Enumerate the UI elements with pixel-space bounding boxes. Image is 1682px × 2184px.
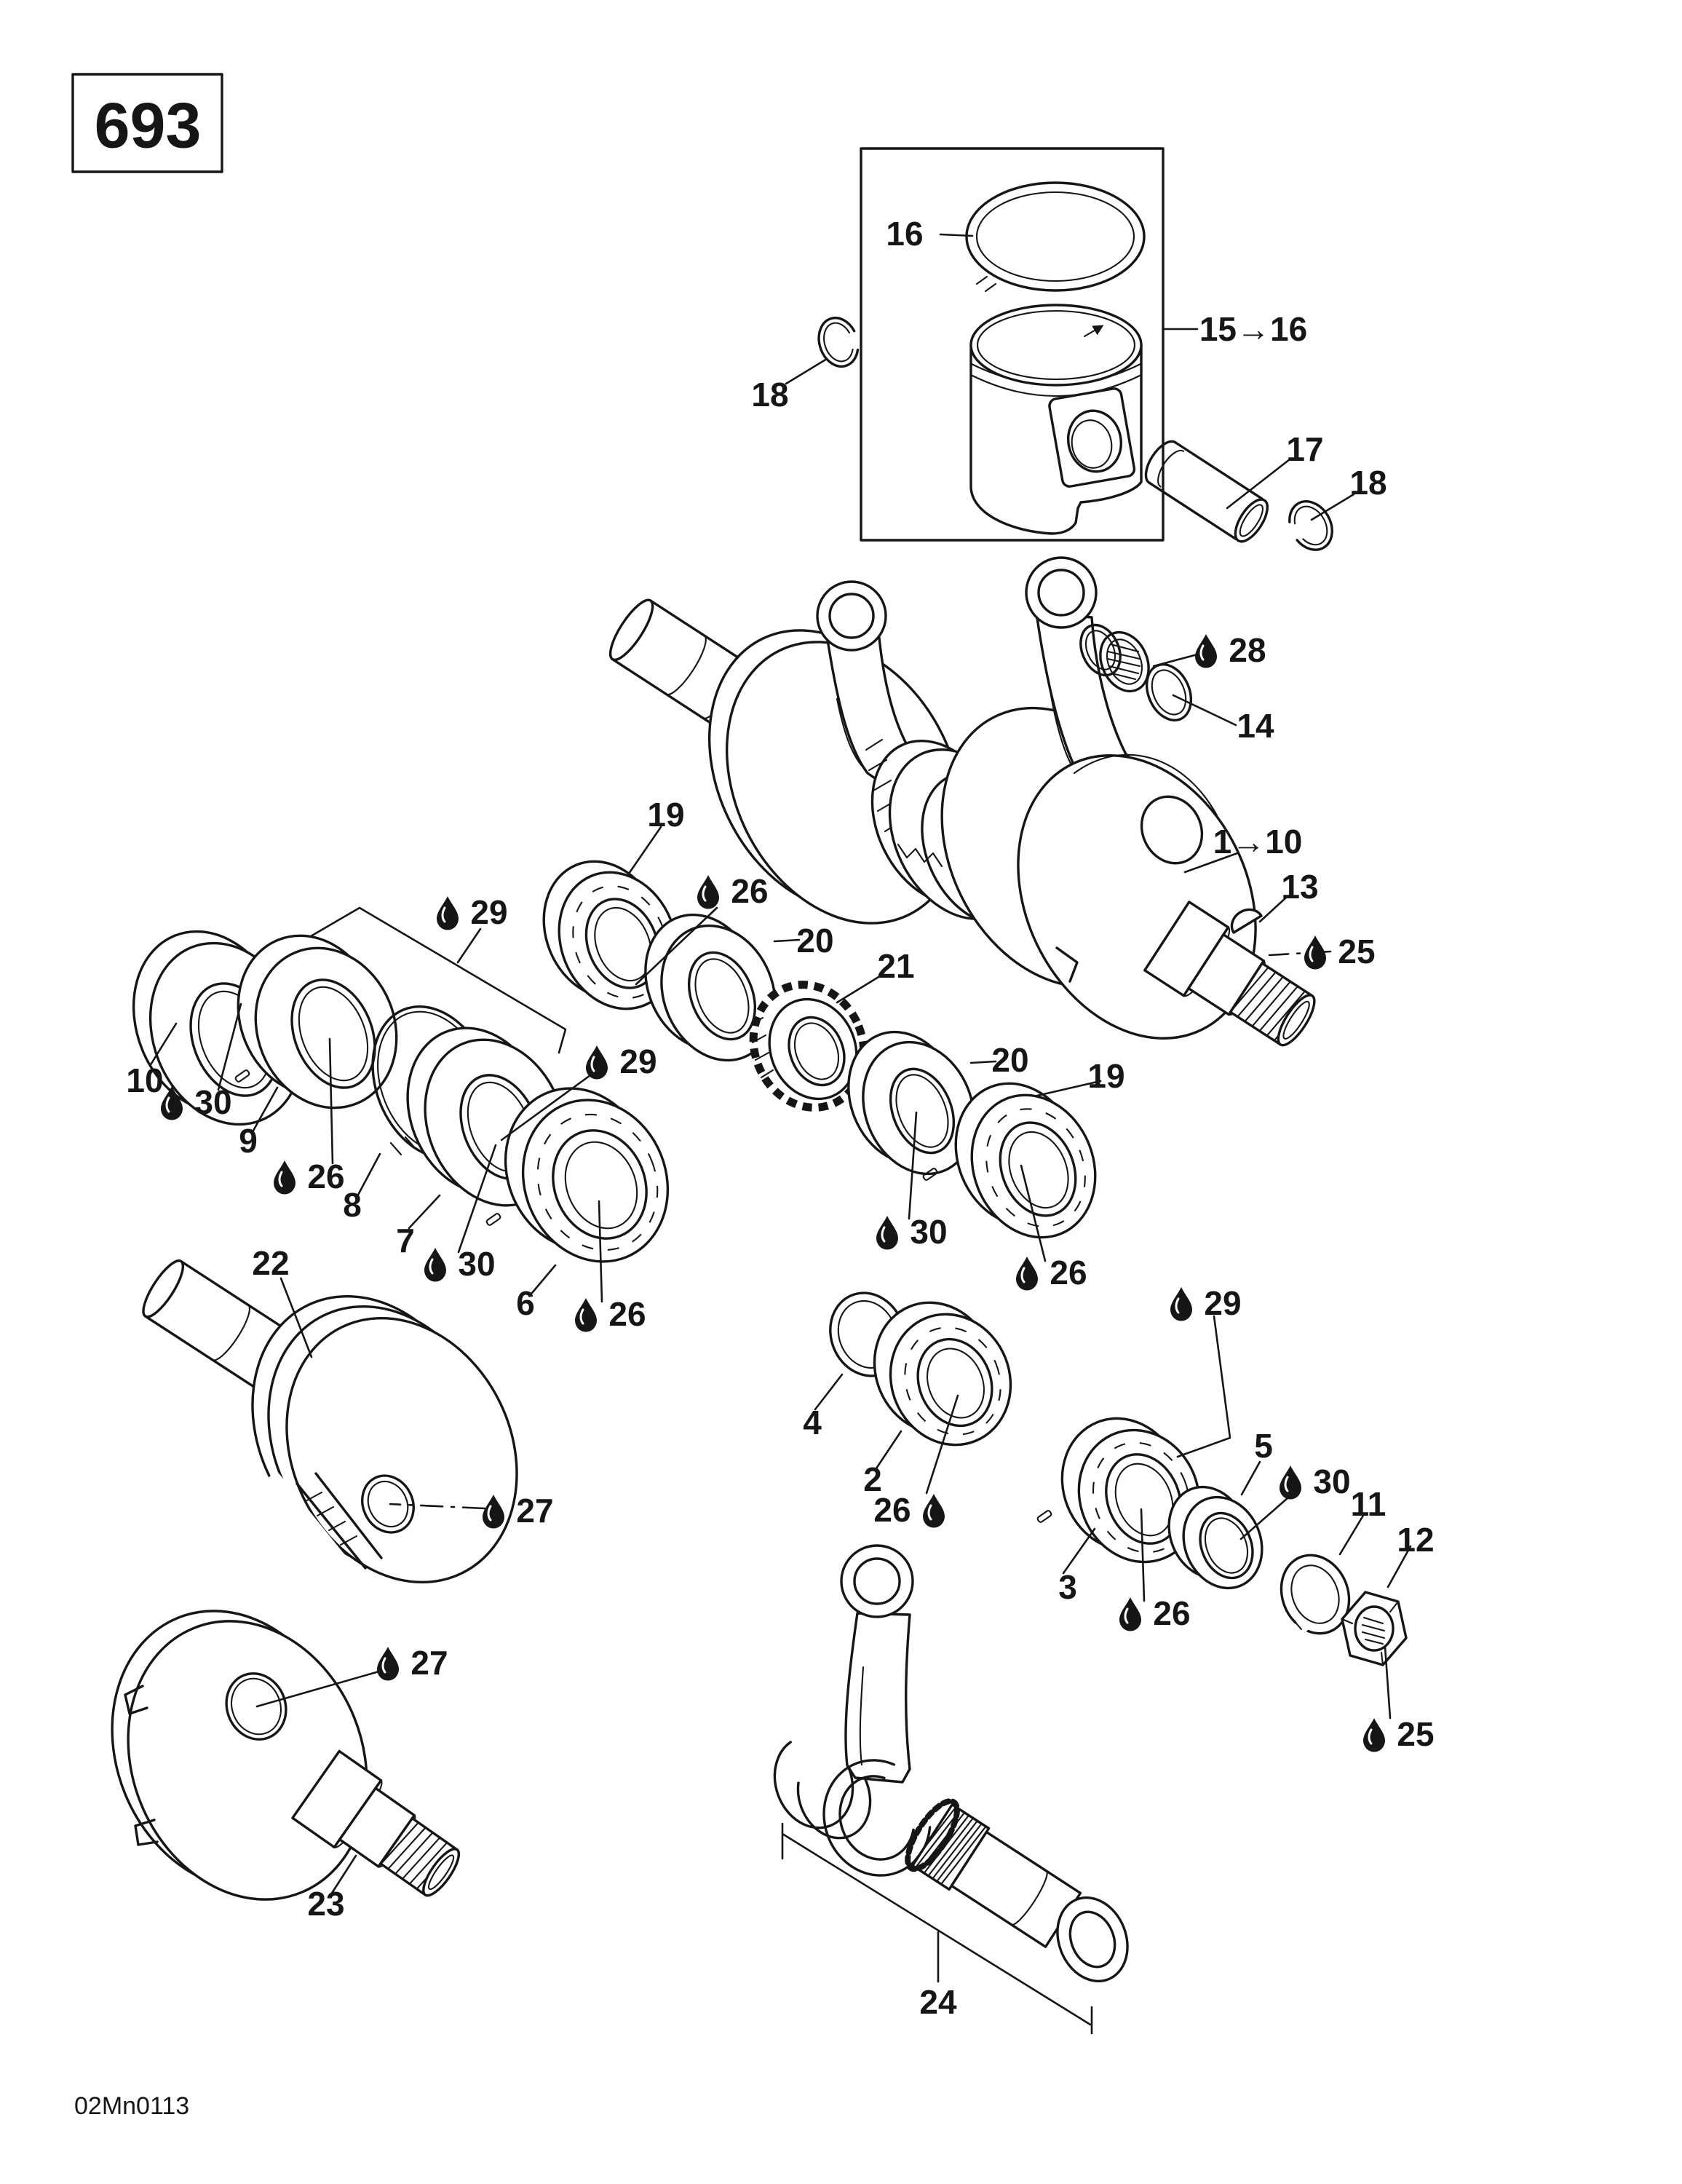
- oil-drop-icon: [1015, 1255, 1039, 1291]
- callout-26-18: 26: [307, 1158, 344, 1195]
- drawing-code: 02Mn0113: [74, 2092, 189, 2120]
- engine-code-box: 693: [71, 73, 223, 173]
- callout-25-9: 25: [1338, 933, 1375, 970]
- callout-17-3: 17: [1286, 430, 1323, 468]
- circlip-18-right: [1288, 500, 1333, 551]
- callout-2-32: 2: [863, 1460, 882, 1498]
- callout-14-6: 14: [1237, 707, 1274, 745]
- callout-layer: 1615→1618171828141→101325192620212910309…: [126, 215, 1434, 2021]
- callout-1→10-7: 1→10: [1213, 823, 1303, 860]
- ball-bearing-6: [504, 1087, 670, 1263]
- callout-11-39: 11: [1351, 1485, 1387, 1523]
- crank-pin-splined: [905, 1798, 1082, 1948]
- locating-key: [485, 1213, 501, 1226]
- crankshaft-assembly-1-10: [608, 556, 1316, 1047]
- connecting-rod-24: [822, 1544, 932, 1877]
- crank-pto-shaft: [1143, 901, 1316, 1047]
- ball-bearing-2: [873, 1301, 1012, 1447]
- callout-30-22: 30: [458, 1245, 495, 1283]
- oil-drop-icon: [1169, 1286, 1194, 1321]
- oil-drop-icon: [584, 1044, 609, 1080]
- callout-24-44: 24: [919, 1983, 957, 2021]
- callout-30-38: 30: [1313, 1463, 1350, 1500]
- callout-16-0: 16: [886, 215, 923, 253]
- oil-drop-icon: [574, 1297, 598, 1332]
- callout-25-41: 25: [1397, 1715, 1434, 1753]
- callout-30-16: 30: [194, 1083, 231, 1121]
- callout-28-5: 28: [1229, 631, 1266, 669]
- locating-key: [234, 1069, 250, 1083]
- crank-half-22: [142, 1259, 518, 1599]
- callout-26-11: 26: [731, 872, 768, 910]
- oil-drop-icon: [696, 874, 721, 909]
- piston-pin-boss: [1048, 387, 1136, 488]
- callout-29-14: 29: [470, 893, 507, 931]
- callout-12-40: 12: [1397, 1521, 1434, 1559]
- callout-23-43: 23: [307, 1885, 344, 1923]
- needle-cage-28: [1099, 630, 1150, 693]
- leader-lines: [148, 233, 1412, 2035]
- callout-22-29: 22: [252, 1244, 289, 1282]
- oil-drop-icon: [1194, 633, 1218, 668]
- callout-27-30: 27: [516, 1492, 553, 1530]
- callout-18-2: 18: [751, 376, 788, 414]
- callout-18-4: 18: [1349, 464, 1387, 502]
- callout-29-21: 29: [619, 1042, 656, 1080]
- lock-washer-11: [1280, 1554, 1351, 1635]
- engine-code: 693: [95, 90, 202, 162]
- callout-30-27: 30: [910, 1213, 947, 1251]
- callout-26-24: 26: [608, 1295, 646, 1333]
- callout-8-19: 8: [343, 1186, 362, 1224]
- oil-drop-icon: [1278, 1464, 1303, 1500]
- callout-20-25: 20: [991, 1041, 1028, 1079]
- callout-9-17: 9: [239, 1122, 258, 1160]
- oil-drop-icon: [875, 1214, 900, 1250]
- bevel-gear-21: [749, 981, 868, 1112]
- callout-10-15: 10: [126, 1061, 163, 1099]
- callout-13-8: 13: [1281, 868, 1318, 906]
- oil-seal-9: [237, 934, 398, 1109]
- callout-19-10: 19: [647, 796, 684, 834]
- oil-drop-icon: [376, 1645, 400, 1681]
- locating-key: [1036, 1510, 1052, 1523]
- oil-drop-icon: [1118, 1596, 1143, 1631]
- callout-7-20: 7: [396, 1222, 415, 1259]
- oil-drop-icon: [1362, 1717, 1387, 1752]
- callout-3-35: 3: [1058, 1568, 1077, 1606]
- oil-seal-5: [1167, 1485, 1264, 1590]
- callout-15→16-1: 15→16: [1199, 310, 1307, 348]
- oil-drop-icon: [921, 1492, 946, 1528]
- callout-27-42: 27: [410, 1644, 448, 1682]
- crank-half-23: [111, 1610, 461, 1901]
- wrist-pin-17: [1144, 440, 1269, 543]
- locating-key: [922, 1168, 938, 1181]
- ball-bearing-19-right: [954, 1082, 1097, 1239]
- piston-ring-16: [965, 181, 1146, 293]
- callout-5-37: 5: [1254, 1427, 1273, 1465]
- oil-drop-icon: [272, 1159, 297, 1195]
- callout-26-33: 26: [873, 1491, 911, 1529]
- piston-15: [969, 304, 1143, 535]
- oil-drop-icon: [435, 895, 460, 930]
- woodruff-key-13: [1230, 908, 1263, 934]
- rod-kit-24: [773, 1544, 1129, 1983]
- piston-inset-box: [860, 147, 1165, 542]
- hex-nut-12: [1341, 1591, 1408, 1666]
- callout-21-13: 21: [877, 947, 914, 985]
- callout-4-31: 4: [803, 1404, 822, 1441]
- oil-drop-icon: [1303, 934, 1328, 970]
- pin-flange: [1056, 1896, 1129, 1983]
- callout-26-28: 26: [1050, 1254, 1087, 1291]
- callout-29-34: 29: [1204, 1284, 1241, 1322]
- callout-6-23: 6: [516, 1284, 535, 1322]
- circlip-18-left: [817, 316, 860, 368]
- callout-19-26: 19: [1087, 1057, 1124, 1095]
- oil-drop-icon: [423, 1246, 448, 1282]
- callout-20-12: 20: [796, 922, 833, 960]
- callout-26-36: 26: [1153, 1594, 1190, 1632]
- piston-orientation-arrow: [1083, 325, 1104, 338]
- distance-sleeve-20-right: [847, 1030, 975, 1176]
